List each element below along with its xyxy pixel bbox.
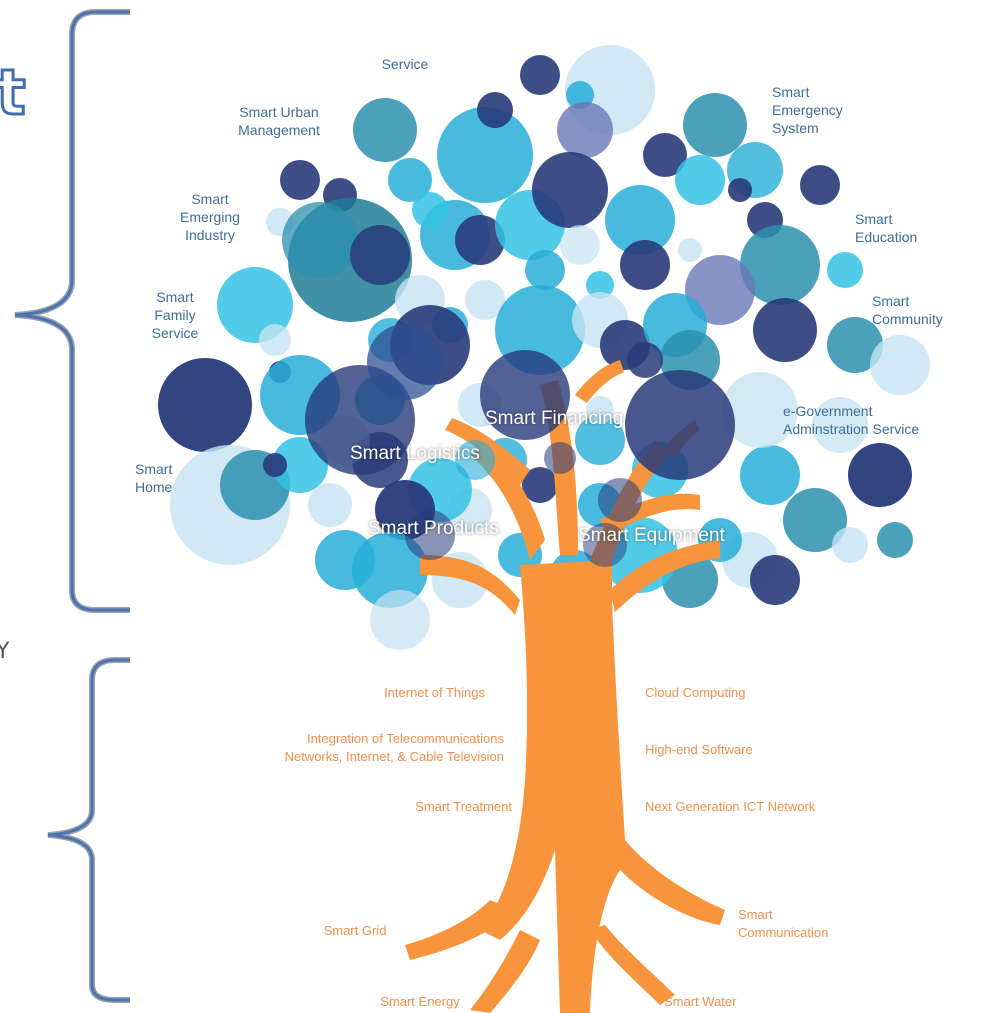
label-smart-grid: Smart Grid bbox=[323, 923, 387, 938]
canopy-bubble bbox=[522, 467, 558, 503]
canopy-bubble bbox=[848, 443, 912, 507]
branch-or-root bbox=[590, 925, 675, 1005]
canopy-bubble bbox=[750, 555, 800, 605]
label-next-generation-ict: Next Generation ICT Network bbox=[645, 799, 816, 814]
canopy-bubble bbox=[367, 324, 443, 400]
canopy-bubble bbox=[685, 255, 755, 325]
canopy-bubble bbox=[583, 523, 627, 567]
canopy-bubble bbox=[532, 152, 608, 228]
canopy-bubble bbox=[728, 178, 752, 202]
canopy-bubble bbox=[158, 358, 252, 452]
branch-or-root bbox=[405, 900, 515, 960]
canopy-bubble bbox=[620, 240, 670, 290]
branch-or-root bbox=[575, 360, 624, 403]
canopy-bubble bbox=[800, 165, 840, 205]
canopy-bubble bbox=[480, 350, 570, 440]
canopy-bubble bbox=[272, 437, 328, 493]
canopy-bubble bbox=[740, 225, 820, 305]
canopy-bubble bbox=[870, 335, 930, 395]
label-smart-communication: Smart Communication bbox=[738, 907, 829, 940]
branch-or-root bbox=[420, 555, 520, 615]
canopy-bubble bbox=[605, 185, 675, 255]
branch-or-root bbox=[610, 540, 720, 612]
canopy-bubble bbox=[675, 155, 725, 205]
canopy-bubble bbox=[566, 81, 594, 109]
canopy-bubble bbox=[282, 202, 358, 278]
canopy-bubble bbox=[259, 324, 291, 356]
label-smart-energy: Smart Energy bbox=[380, 994, 460, 1009]
canopy-bubble bbox=[520, 55, 560, 95]
canopy-bubble bbox=[586, 271, 614, 299]
canopy-bubble bbox=[643, 133, 687, 177]
canopy-bubble bbox=[455, 440, 495, 480]
canopy-bubble bbox=[388, 158, 432, 202]
canopy-bubble bbox=[827, 317, 883, 373]
label-community: Smart Community bbox=[872, 293, 943, 327]
canopy-bubble bbox=[598, 478, 642, 522]
canopy-bubble bbox=[465, 280, 505, 320]
label-transport: Service bbox=[381, 56, 429, 72]
canopy-bubble bbox=[722, 372, 798, 448]
canopy-bubble bbox=[308, 483, 352, 527]
canopy-bubble bbox=[753, 298, 817, 362]
canopy-bubble bbox=[625, 370, 735, 480]
canopy-bubble bbox=[832, 527, 868, 563]
label-education: Smart Education bbox=[855, 211, 918, 245]
trunk-shape bbox=[480, 560, 725, 1013]
cropped-heading-fragment: Y bbox=[0, 639, 10, 664]
canopy-bubble bbox=[586, 396, 614, 424]
branch-or-root bbox=[470, 930, 540, 1013]
canopy-bubble bbox=[877, 522, 913, 558]
canopy-bubble bbox=[263, 453, 287, 477]
label-smart-treatment: Smart Treatment bbox=[415, 799, 512, 814]
canopy-bubble bbox=[683, 93, 747, 157]
label-family-service: Smart Family Service bbox=[151, 289, 199, 341]
canopy-bubble bbox=[525, 250, 565, 290]
canopy-bubble bbox=[217, 267, 293, 343]
canopy-bubble bbox=[812, 397, 868, 453]
canopy-bubble bbox=[544, 442, 576, 474]
cropped-title-fragment: t bbox=[0, 56, 27, 129]
canopy-bubble bbox=[412, 192, 448, 228]
branch-or-root bbox=[600, 493, 700, 535]
label-smart-logistics: Smart Logistics bbox=[350, 443, 480, 464]
canopy-bubble bbox=[560, 225, 600, 265]
bubble-canopy-front bbox=[305, 324, 735, 567]
label-internet-of-things: Internet of Things bbox=[384, 685, 485, 700]
canopy-bubble bbox=[353, 98, 417, 162]
canopy-bubble bbox=[557, 102, 613, 158]
canopy-bubble bbox=[575, 415, 625, 465]
canopy-bubble bbox=[370, 590, 430, 650]
canopy-bubble bbox=[350, 225, 410, 285]
canopy-bubble bbox=[352, 532, 428, 608]
canopy-bubble bbox=[437, 107, 533, 203]
canopy-bubble bbox=[827, 252, 863, 288]
canopy-bubble bbox=[280, 160, 320, 200]
label-smart-products: Smart Products bbox=[368, 518, 499, 539]
label-smart-equipment: Smart Equipment bbox=[578, 525, 725, 546]
canopy-bubble bbox=[405, 510, 455, 560]
label-home: Smart Home bbox=[135, 461, 173, 495]
label-cloud-computing: Cloud Computing bbox=[645, 685, 746, 700]
label-smart-water: Smart Water bbox=[664, 994, 737, 1009]
canopy-bubble bbox=[627, 342, 663, 378]
canopy-bubble bbox=[740, 445, 800, 505]
canopy-bubble bbox=[455, 215, 505, 265]
label-emerging-industry: Smart Emerging Industry bbox=[180, 191, 240, 243]
label-emergency-system: Smart Emergency System bbox=[772, 84, 843, 136]
label-integration: Integration of Telecommunications Networ… bbox=[284, 731, 504, 764]
canopy-bubble bbox=[678, 238, 702, 262]
canopy-bubble bbox=[477, 92, 513, 128]
label-high-end-software: High-end Software bbox=[645, 742, 753, 757]
canopy-bubble bbox=[783, 488, 847, 552]
label-urban-management: Smart Urban Management bbox=[238, 104, 320, 138]
label-egovernment: e-Government Adminstration Service bbox=[783, 403, 920, 437]
label-smart-financing: Smart Financing bbox=[485, 408, 624, 429]
